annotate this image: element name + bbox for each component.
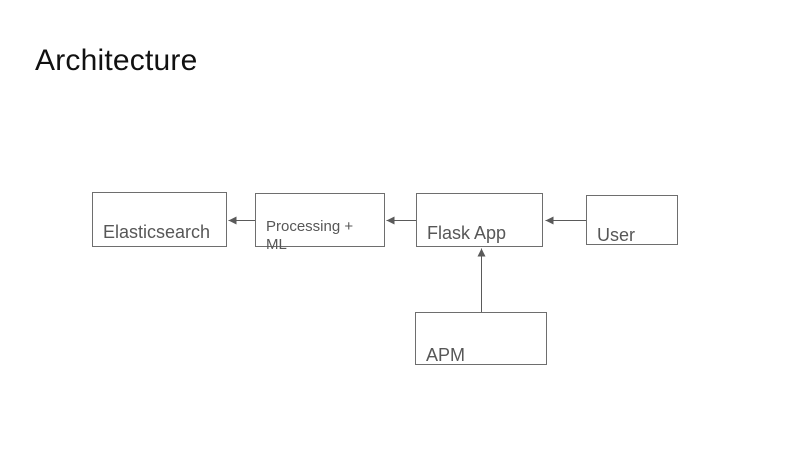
slide-title: Architecture xyxy=(35,44,198,77)
node-user: User xyxy=(586,195,678,245)
node-user-label: User xyxy=(597,225,636,245)
node-elasticsearch: Elasticsearch xyxy=(92,192,227,247)
node-apm: APM xyxy=(415,312,547,365)
node-processing-ml-label: Processing + ML xyxy=(266,218,354,253)
node-apm-label: APM xyxy=(426,345,466,365)
node-flask-app-label: Flask App xyxy=(427,223,507,243)
node-flask-app: Flask App xyxy=(416,193,543,247)
node-processing-ml: Processing + ML xyxy=(255,193,385,253)
node-elasticsearch-label: Elasticsearch xyxy=(103,222,211,242)
